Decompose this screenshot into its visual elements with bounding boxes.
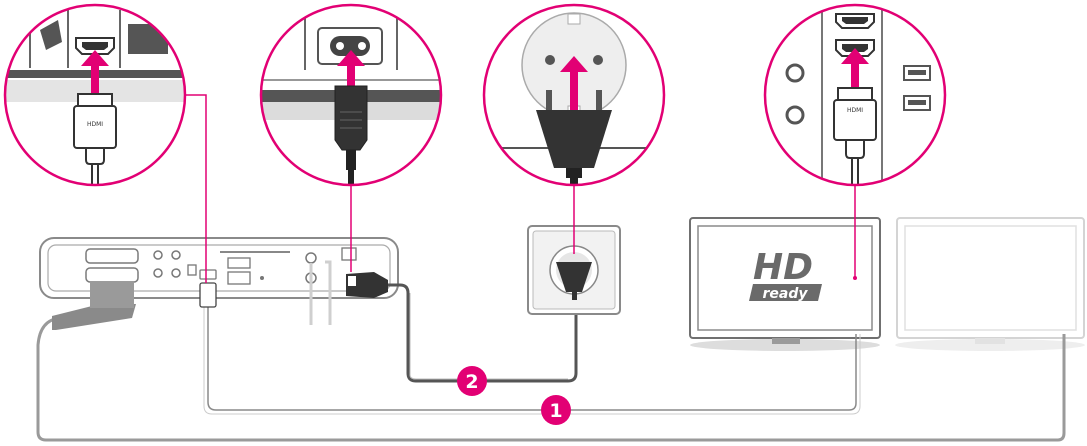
ready-logo-text: ready <box>763 286 809 302</box>
step-badge-1: 1 <box>541 395 571 425</box>
wall-arrow-icon <box>570 70 578 112</box>
hd-ready-logo: HD ready <box>749 247 822 302</box>
arrow-up-icon <box>91 64 99 94</box>
hdmi-label-tv: HDMI <box>847 107 863 114</box>
cables <box>36 260 1066 442</box>
callout-hdmi-receiver: HDMI <box>3 3 187 187</box>
tv-secondary <box>895 217 1085 351</box>
wall-socket <box>527 225 621 315</box>
callout-hdmi-tv: HDMI <box>763 3 947 187</box>
tv-main: HD ready <box>689 217 881 351</box>
power-plug-icon <box>556 262 592 292</box>
step-badge-2: 2 <box>457 366 487 396</box>
hdmi-label-receiver: HDMI <box>87 121 103 128</box>
hdmi-plug-icon: HDMI <box>73 93 117 185</box>
callout-lines <box>185 94 856 283</box>
callout-wall-socket <box>482 3 666 187</box>
callout-power-receiver <box>259 3 443 187</box>
step-number-2: 2 <box>465 371 478 393</box>
hd-logo-text: HD <box>753 247 813 288</box>
step-number-1: 1 <box>549 400 562 422</box>
